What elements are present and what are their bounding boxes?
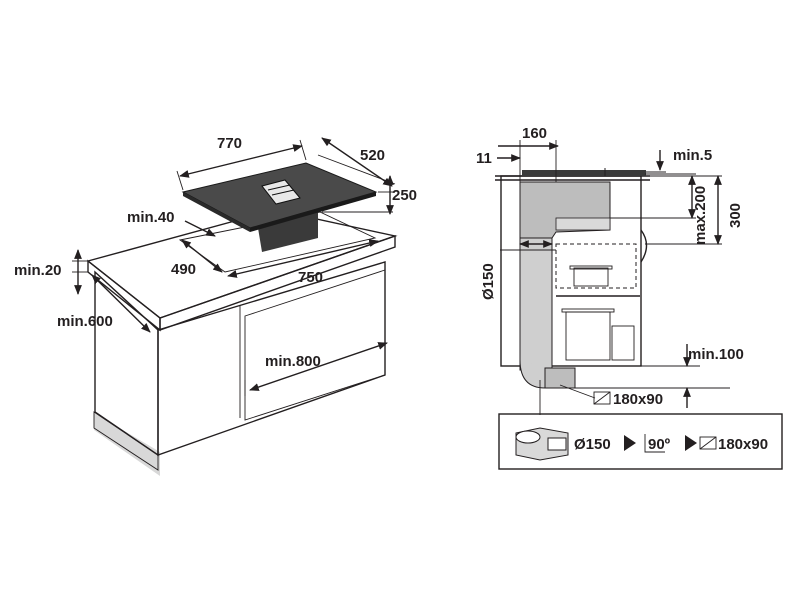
section-duct	[519, 237, 553, 371]
dim-min-cabinet-width: min.800	[265, 353, 321, 370]
duct-legend: Ø150 90º 180x90	[498, 413, 783, 470]
dim-depth-top: 520	[360, 147, 385, 164]
dim-min-cabinet-depth: min.600	[57, 313, 113, 330]
legend-bend: 90º	[648, 436, 671, 453]
dim-width-top: 770	[217, 135, 242, 152]
dim-flat-duct: 180x90	[613, 391, 663, 408]
dim-min-top-thickness: min.20	[14, 262, 62, 279]
section-hob-glass	[522, 170, 646, 176]
arrow-right-icon-2	[685, 435, 697, 451]
downdraft-vent-icon	[261, 179, 301, 205]
cabinet-plinth	[93, 411, 159, 471]
legend-frame	[498, 413, 783, 470]
pot-medium-icon	[611, 325, 635, 361]
hob-glass-side	[183, 192, 250, 232]
right-section-view: 160 11 min.5 max.200 300 Ø150 min.100 18	[476, 125, 744, 415]
dim-cutout-width: 750	[298, 269, 323, 286]
pot-large-icon	[565, 311, 611, 361]
dim-cutout-depth: 490	[171, 261, 196, 278]
dim-offset: 11	[476, 150, 492, 167]
floor-shadow	[94, 413, 160, 476]
left-isometric-view: 770 520 250 min.40 490 750 min.20 min.60…	[14, 135, 417, 476]
section-drawer-outline	[555, 243, 637, 289]
dim-duct-width: 160	[522, 125, 547, 142]
hob-glass-edge	[250, 192, 376, 232]
legend-round-duct: Ø150	[574, 436, 611, 453]
dim-duct-diameter: Ø150	[480, 263, 497, 300]
dim-total-height: 300	[727, 203, 744, 228]
dim-height-top: 250	[392, 187, 417, 204]
arrow-right-icon	[624, 435, 636, 451]
duct-fitting-icon	[515, 427, 569, 461]
bend-90-icon	[644, 434, 665, 453]
dim-max-height: max.200	[692, 186, 709, 245]
legend-flat-duct: 180x90	[718, 436, 768, 453]
flat-duct-icon	[699, 436, 717, 450]
dim-min-clearance: min.5	[673, 147, 712, 164]
dim-min-plinth: min.100	[688, 346, 744, 363]
dim-min-gap-back: min.40	[127, 209, 175, 226]
pot-small-icon	[573, 267, 609, 287]
